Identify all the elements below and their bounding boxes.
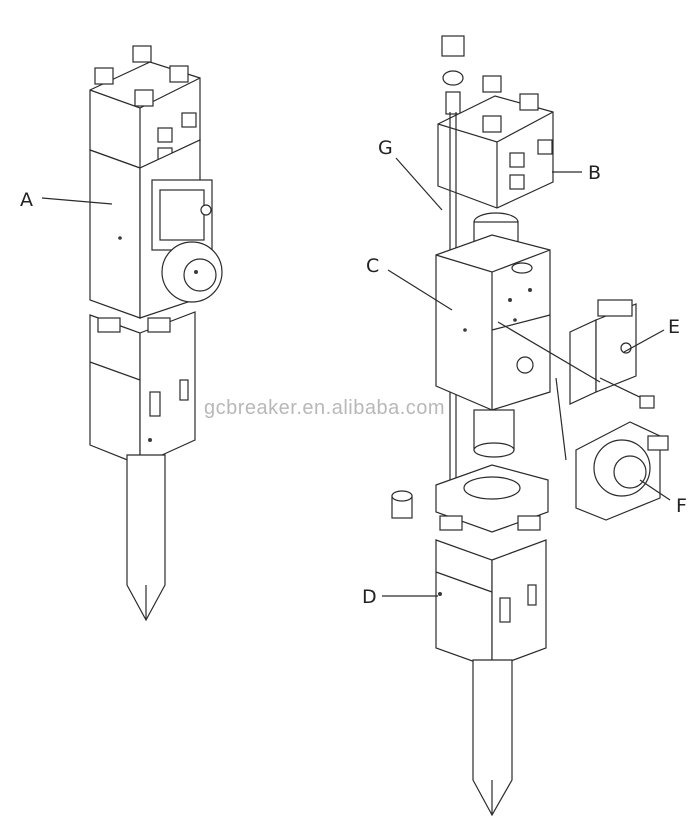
label-f: F bbox=[676, 495, 687, 517]
part-d-front-head bbox=[435, 515, 547, 669]
label-d: D bbox=[362, 586, 377, 608]
label-b: B bbox=[588, 162, 601, 184]
leader-lines bbox=[41, 157, 671, 597]
part-b-valve-block bbox=[437, 75, 554, 209]
part-f-cap bbox=[575, 421, 669, 521]
left-top-valve-block bbox=[89, 45, 201, 169]
part-e-plate bbox=[569, 299, 655, 409]
label-c: C bbox=[366, 255, 379, 277]
label-g: G bbox=[378, 137, 393, 159]
left-cylinder-body bbox=[89, 139, 223, 319]
top-nut-washer bbox=[441, 35, 465, 115]
watermark-text: gcbreaker.en.alibaba.com bbox=[204, 397, 445, 419]
assembly-lines bbox=[497, 321, 601, 461]
piston-lower bbox=[473, 409, 515, 458]
exploded-breaker bbox=[391, 35, 669, 816]
right-chisel bbox=[472, 659, 513, 816]
label-a: A bbox=[20, 189, 33, 211]
part-c-cylinder bbox=[435, 234, 551, 411]
bushing bbox=[391, 490, 413, 519]
front-head-upper bbox=[435, 464, 549, 533]
label-e: E bbox=[668, 316, 680, 338]
left-front-head bbox=[89, 311, 196, 466]
assembled-breaker bbox=[89, 45, 223, 622]
left-chisel bbox=[126, 454, 166, 622]
